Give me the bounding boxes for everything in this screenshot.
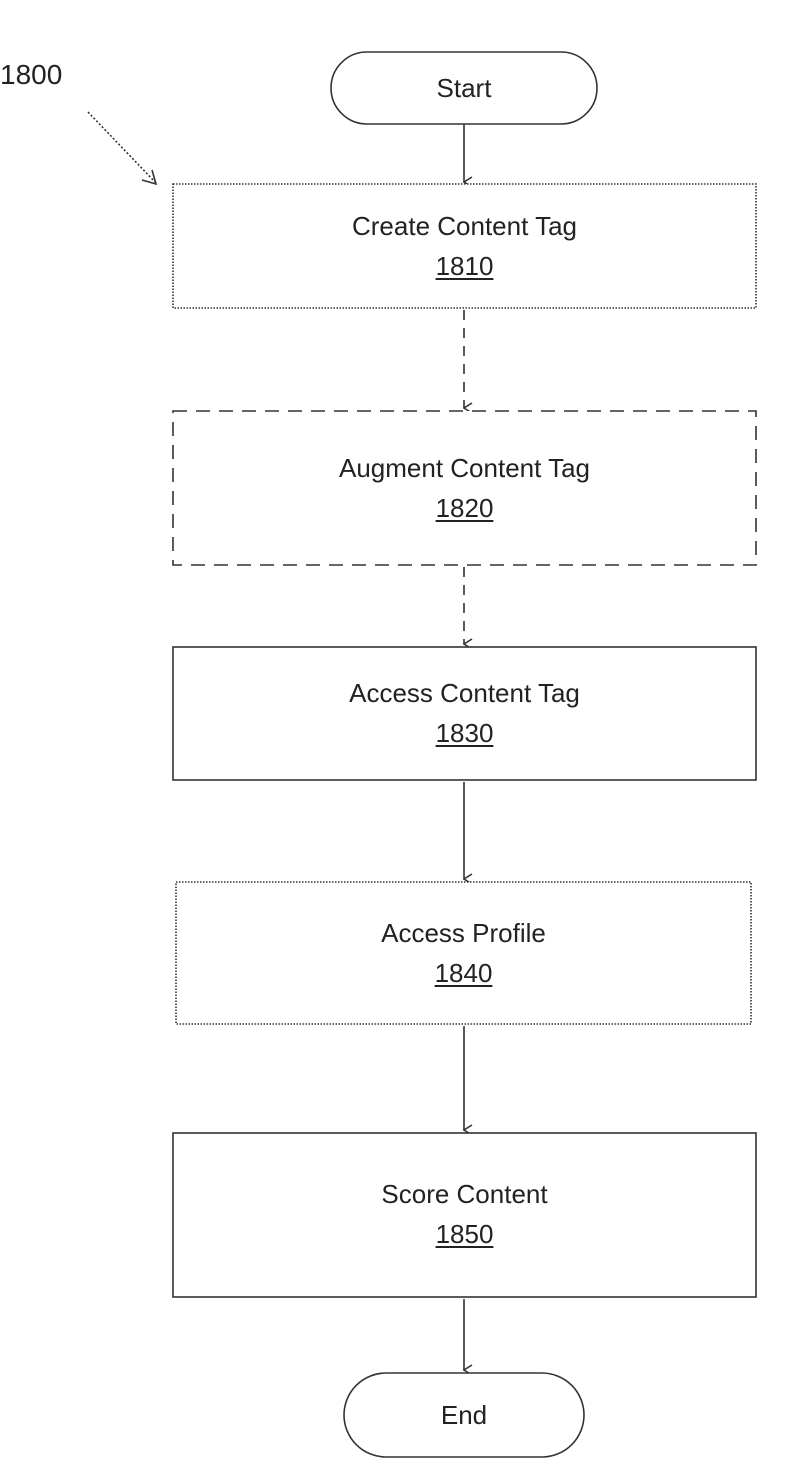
step-title: Score Content: [173, 1178, 756, 1210]
end-label: End: [344, 1399, 584, 1431]
step-title: Access Content Tag: [173, 677, 756, 709]
step-title: Augment Content Tag: [173, 452, 756, 484]
step-1830-text: Access Content Tag 1830: [173, 677, 756, 749]
step-1810-text: Create Content Tag 1810: [173, 210, 756, 282]
step-reference-number: 1850: [173, 1218, 756, 1250]
step-1850-text: Score Content 1850: [173, 1178, 756, 1250]
step-reference-number: 1840: [176, 957, 751, 989]
figure-reference-number: 1800: [0, 58, 62, 92]
step-1840-text: Access Profile 1840: [176, 917, 751, 989]
step-reference-number: 1830: [173, 717, 756, 749]
step-1820-text: Augment Content Tag 1820: [173, 452, 756, 524]
start-label: Start: [331, 72, 597, 104]
step-reference-number: 1820: [173, 492, 756, 524]
step-title: Create Content Tag: [173, 210, 756, 242]
step-reference-number: 1810: [173, 250, 756, 282]
figure-leader-arrow: [88, 112, 156, 184]
step-title: Access Profile: [176, 917, 751, 949]
